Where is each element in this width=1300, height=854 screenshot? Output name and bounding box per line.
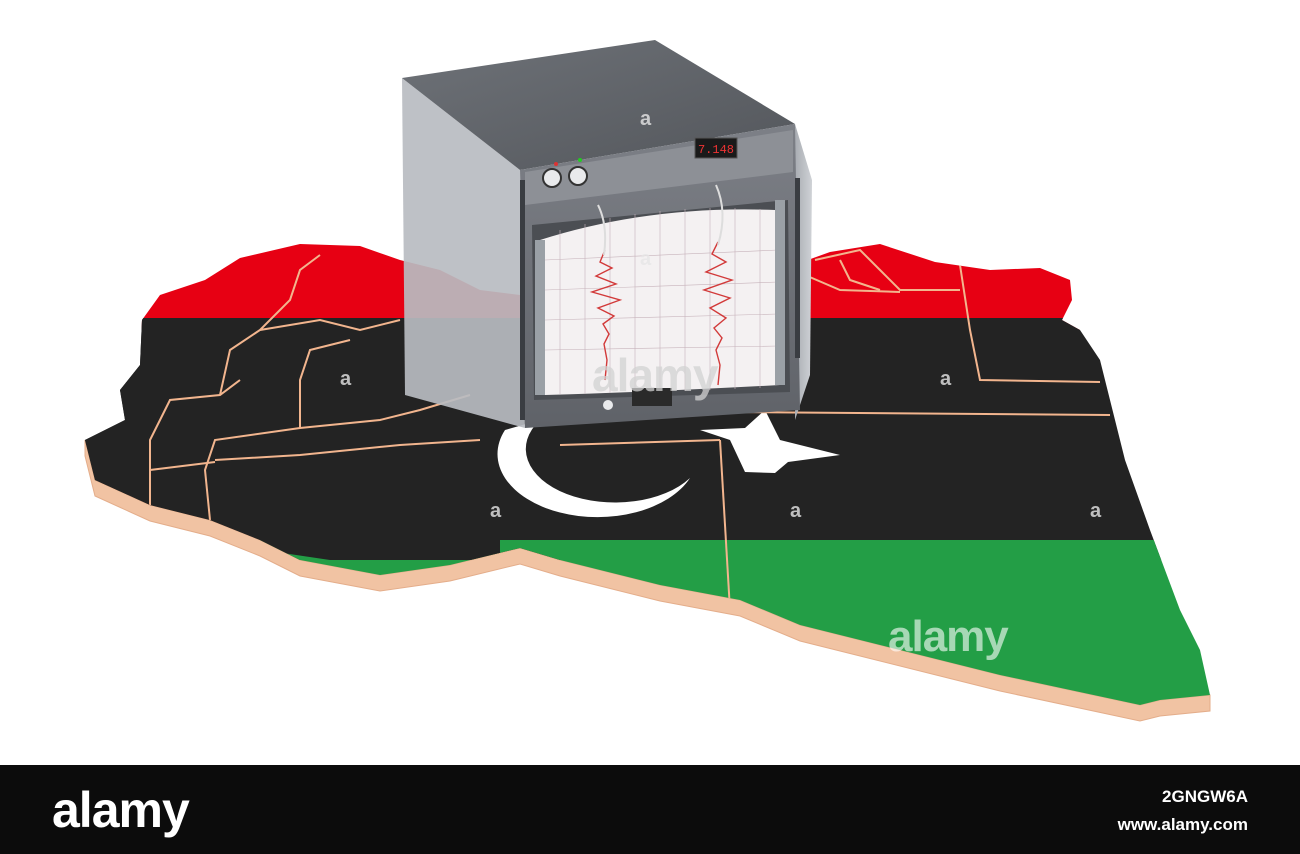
seismic-trace-left — [589, 249, 623, 381]
watermark-lower: alamy — [888, 612, 1009, 661]
bottom-switch-icon — [632, 388, 672, 406]
watermark-center: alamy — [592, 349, 718, 401]
seismogram-grid — [544, 208, 779, 394]
watermark-mark: a — [490, 500, 502, 522]
knob-right-icon — [568, 166, 588, 186]
seismic-trace-right — [701, 241, 735, 386]
illustration-scene: 7.148 — [84, 40, 1211, 722]
stock-footer-bar: alamy 2GNGW6A www.alamy.com — [0, 765, 1300, 854]
footer-url[interactable]: www.alamy.com — [1117, 815, 1248, 834]
watermark-mark: a — [1090, 500, 1102, 522]
crescent-icon — [497, 420, 690, 518]
watermark-mark: a — [940, 368, 952, 390]
region-borders — [149, 248, 1111, 611]
watermark-mark: a — [640, 248, 652, 270]
display-readout: 7.148 — [698, 143, 734, 157]
knob-left-icon — [542, 168, 562, 188]
watermark-mark: a — [340, 368, 352, 390]
digital-display: 7.148 — [694, 137, 738, 159]
watermark-mark: a — [790, 500, 802, 522]
footer-logo[interactable]: alamy — [52, 782, 190, 838]
seismograph-device: 7.148 — [402, 40, 812, 428]
watermark-mark: a — [640, 108, 652, 130]
image-id: 2GNGW6A — [1162, 787, 1248, 806]
star-icon — [700, 410, 840, 473]
